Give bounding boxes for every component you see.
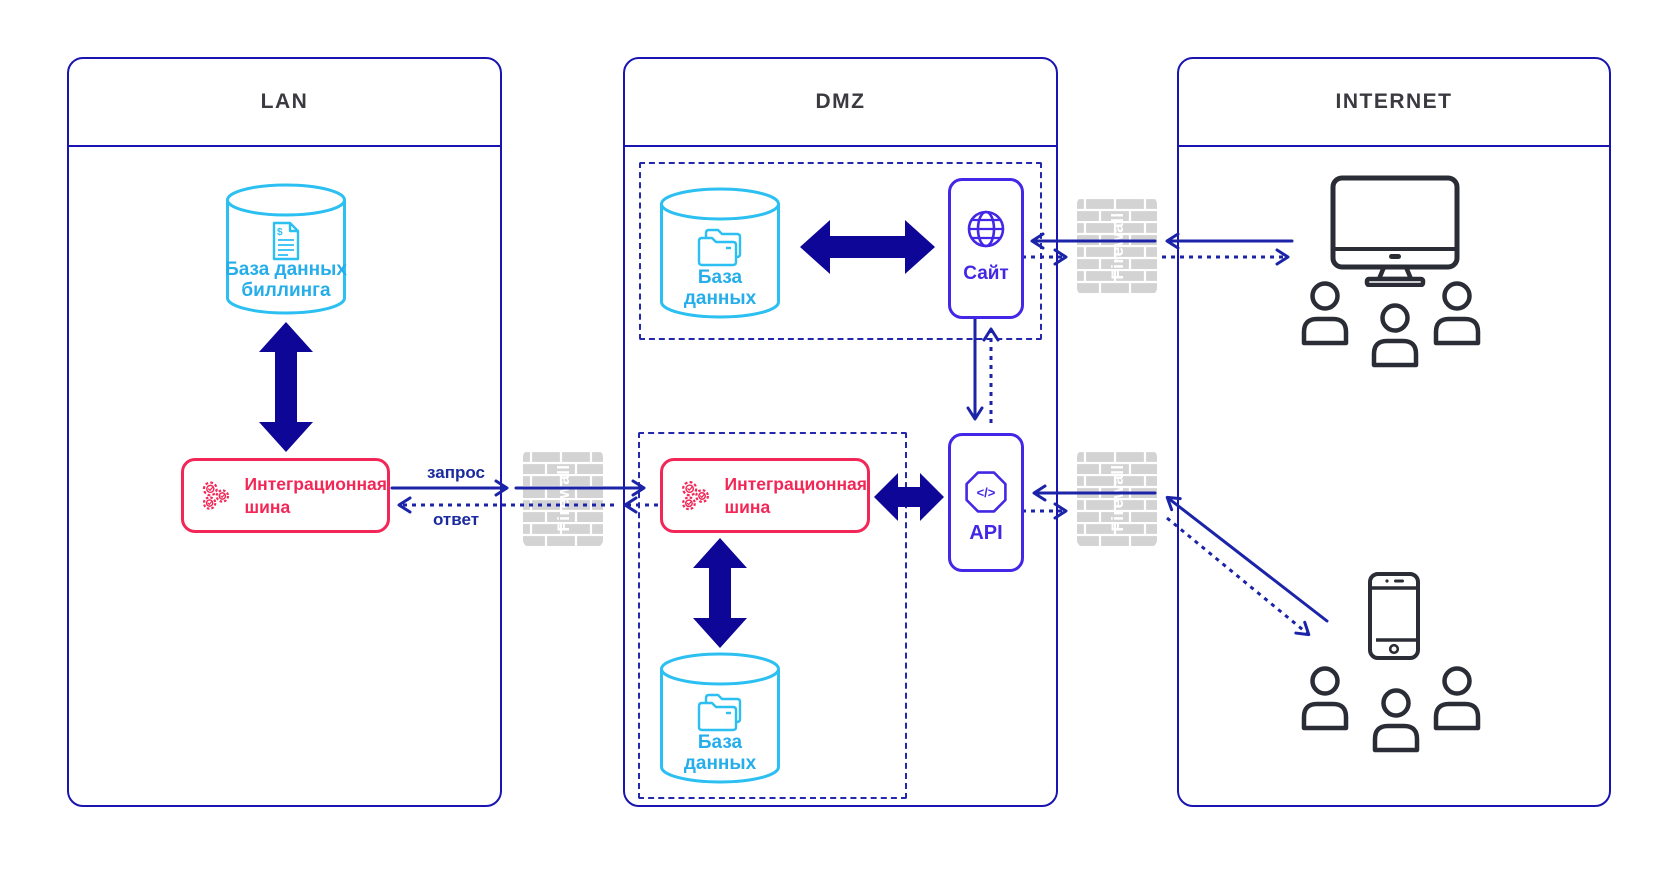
user-icon (1368, 687, 1424, 758)
firewall-site-internet: Firewall (1077, 197, 1157, 295)
zone-internet: INTERNET (1177, 57, 1611, 807)
lan-integration-bus-label: Интеграционная шина (244, 473, 387, 517)
user-icon (1297, 665, 1353, 736)
firewall-brick-icon: Firewall (523, 450, 603, 547)
zone-internet-header: INTERNET (1179, 59, 1609, 147)
monitor-icon (1330, 175, 1460, 288)
user-icon (1429, 280, 1485, 351)
dmz-integration-bus: Интеграционная шина (660, 458, 870, 533)
zone-dmz-title: DMZ (815, 90, 866, 113)
api-icon-glyph: </> (977, 485, 996, 500)
smartphone (1366, 570, 1422, 667)
billing-document-icon: $ (272, 221, 300, 261)
zone-dmz: DMZ (623, 57, 1058, 807)
lan-billing-database-label: База данных биллинга (225, 259, 347, 301)
svg-text:$: $ (277, 227, 283, 238)
dmz-site-segment (639, 162, 1042, 340)
dmz-api-node: </> API (948, 433, 1024, 572)
firewall-label: Firewall (554, 464, 573, 531)
dmz-api-label: API (969, 522, 1003, 544)
dmz-bus-database-label: База данных (683, 732, 757, 774)
user-icon (1367, 302, 1423, 373)
user-icon (1429, 665, 1485, 736)
zone-lan-title: LAN (260, 90, 309, 113)
phone-icon (1368, 572, 1420, 660)
dmz-integration-bus-label: Интеграционная шина (724, 473, 867, 517)
firewall-label: Firewall (1108, 464, 1127, 531)
zone-internet-title: INTERNET (1335, 90, 1453, 113)
firewall-brick-icon: Firewall (1077, 450, 1157, 547)
lan-integration-bus: Интеграционная шина (181, 458, 390, 533)
gears-icon (682, 480, 709, 510)
dmz-bus-database: База данных (658, 650, 782, 786)
folders-icon (697, 228, 742, 267)
gears-icon (202, 480, 230, 510)
api-code-icon: </> (965, 471, 1007, 513)
zone-lan-header: LAN (69, 59, 500, 147)
firewall-api-internet: Firewall (1077, 450, 1157, 547)
dmz-site-node: Сайт (948, 178, 1024, 319)
lan-billing-database: $ База данных биллинга (224, 181, 348, 317)
zone-dmz-header: DMZ (625, 59, 1056, 147)
dmz-site-database: База данных (658, 185, 782, 321)
globe-icon (967, 210, 1005, 248)
firewall-brick-icon: Firewall (1077, 197, 1157, 295)
dmz-bus-segment (638, 432, 907, 799)
folders-icon (697, 693, 742, 732)
firewall-lan-dmz: Firewall (523, 450, 603, 547)
user-icon (1297, 280, 1353, 351)
response-label: ответ (432, 510, 480, 529)
dmz-site-database-label: База данных (683, 267, 757, 309)
dmz-site-label: Сайт (963, 263, 1009, 284)
firewall-label: Firewall (1108, 212, 1127, 279)
desktop-computer (1330, 175, 1460, 292)
zone-lan: LAN (67, 57, 502, 807)
request-label: запрос (427, 463, 485, 482)
